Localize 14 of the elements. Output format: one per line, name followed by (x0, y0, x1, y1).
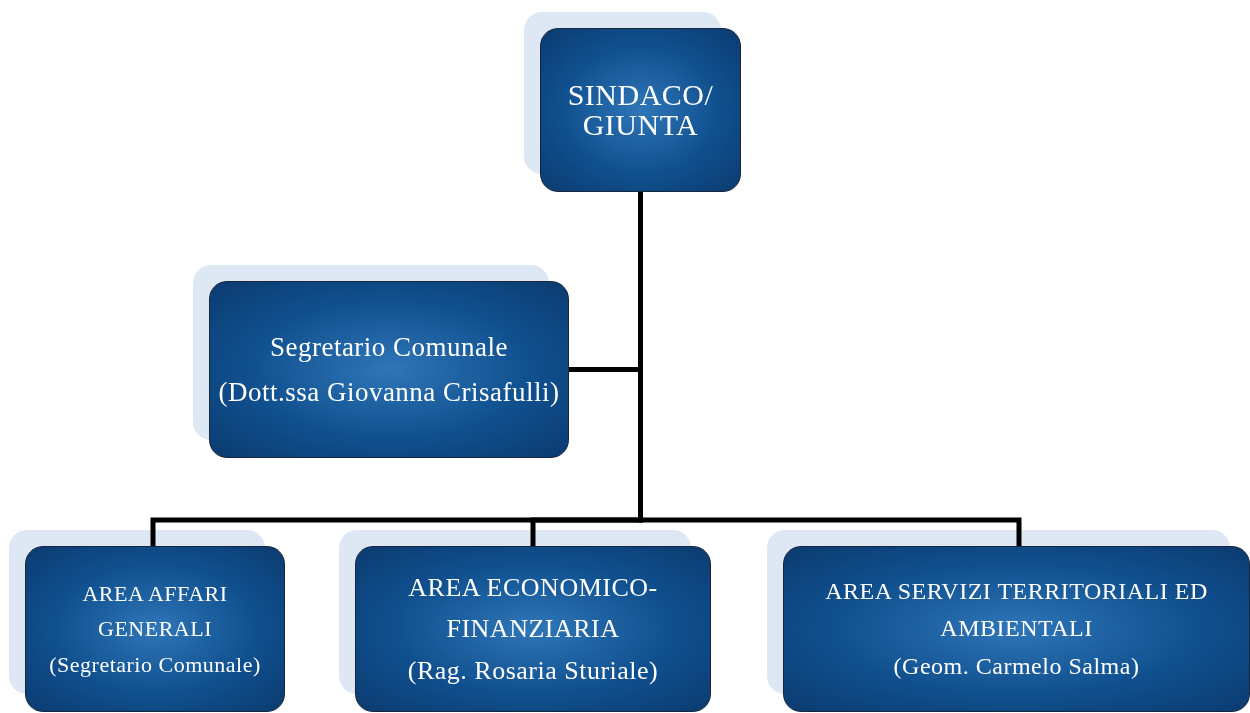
box-title: Segretario Comunale (269, 330, 509, 364)
org-box (209, 281, 569, 458)
box-title: SINDACO/ GIUNTA (566, 80, 715, 140)
org-box (355, 546, 711, 712)
box-title: AREA ECONOMICO-FINANZIARIA (407, 571, 659, 646)
box-title: AREA AFFARI GENERALI (81, 580, 229, 644)
person-name: (Dott.ssa Giovanna Crisafulli) (218, 375, 560, 409)
org-box (783, 546, 1250, 712)
person-name: (Geom. Carmelo Salma) (893, 651, 1140, 681)
org-box (540, 28, 741, 192)
person-name: (Rag. Rosaria Sturiale) (407, 654, 659, 687)
box-title: AREA SERVIZI TERRITORIALI ED AMBIENTALI (824, 577, 1209, 644)
org-box (25, 546, 285, 712)
person-name: (Segretario Comunale) (49, 650, 261, 679)
